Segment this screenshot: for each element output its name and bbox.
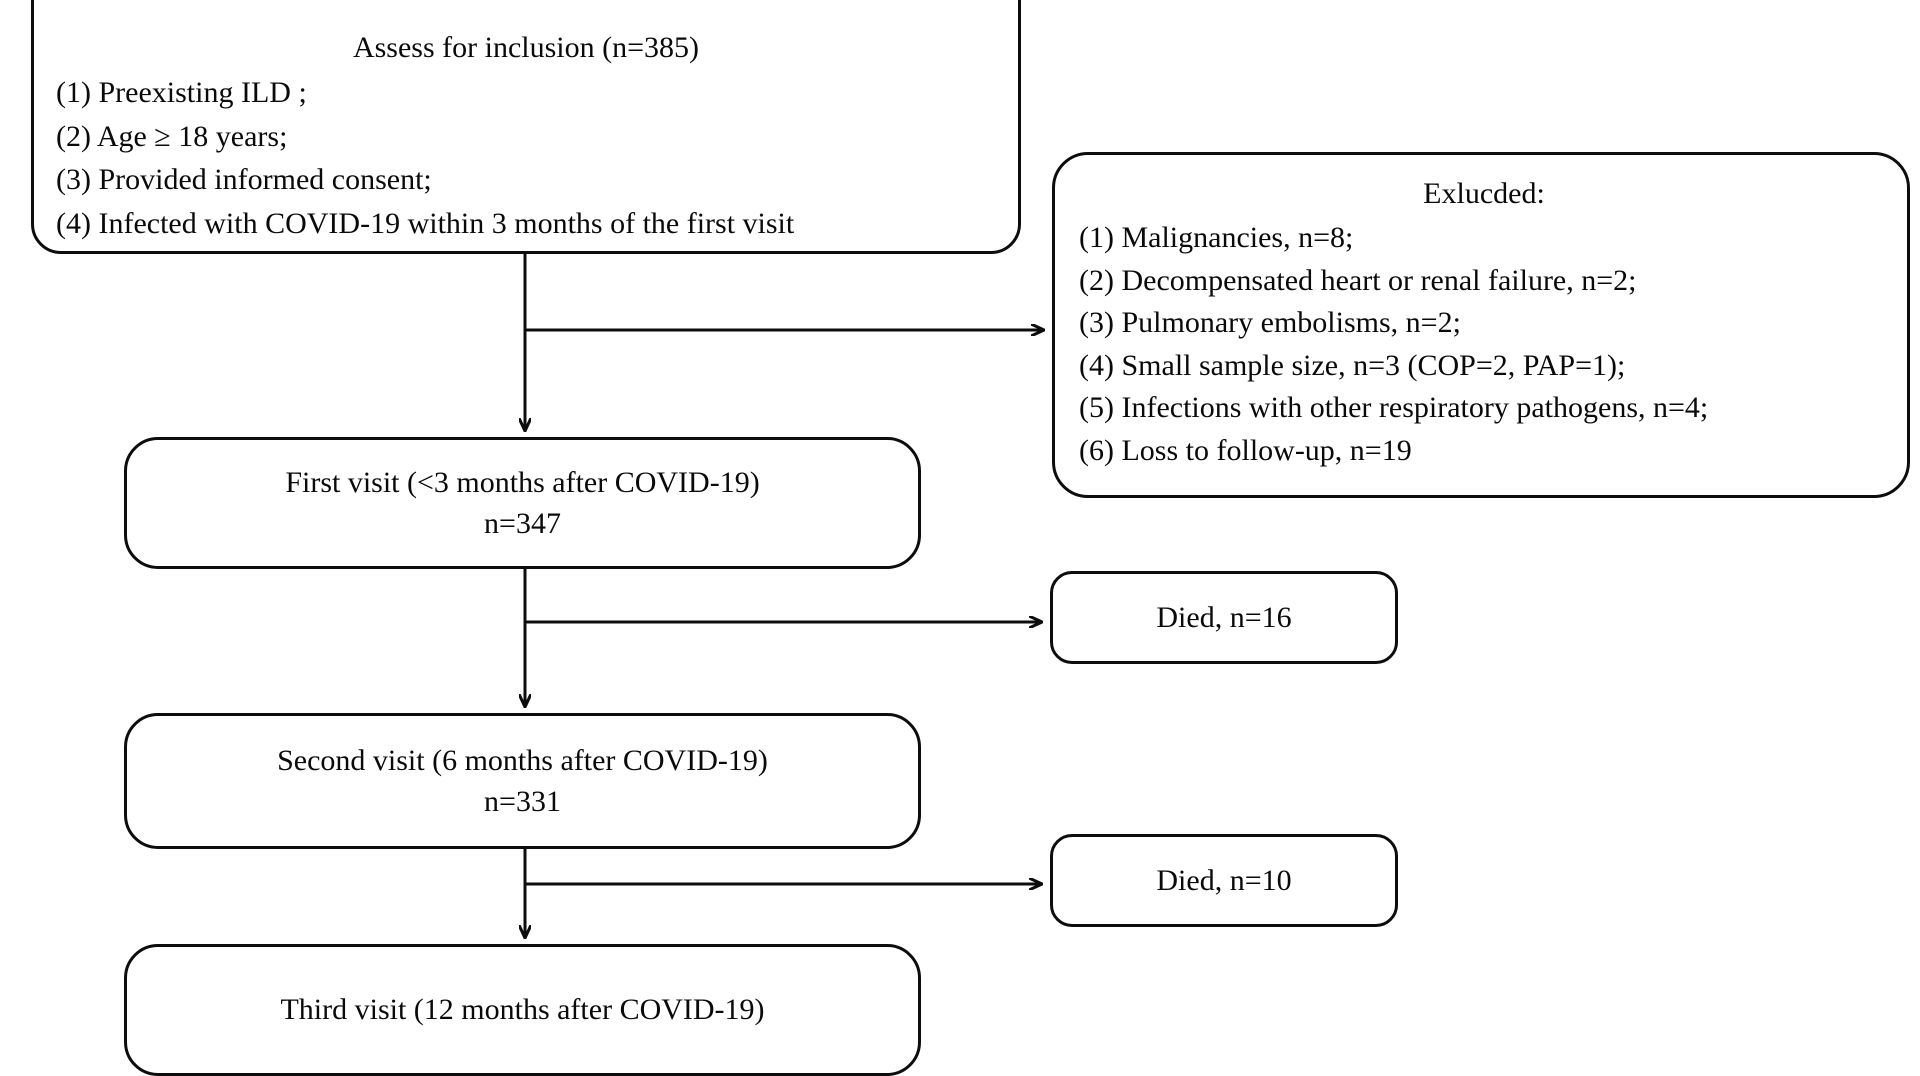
node-third-visit: Third visit (12 months after COVID-19)	[124, 944, 921, 1076]
node-excluded: Exlucded: (1) Malignancies, n=8; (2) Dec…	[1052, 152, 1910, 498]
node-second-visit: Second visit (6 months after COVID-19) n…	[124, 713, 921, 849]
second-visit-label: Second visit (6 months after COVID-19)	[277, 743, 768, 777]
assess-criterion-2: (2) Age ≥ 18 years;	[56, 119, 288, 153]
third-visit-label: Third visit (12 months after COVID-19)	[280, 993, 765, 1027]
assess-title: Assess for inclusion (n=385)	[352, 30, 700, 64]
excluded-reason-2: (2) Decompensated heart or renal failure…	[1079, 263, 1637, 297]
first-visit-label: First visit (<3 months after COVID-19)	[285, 465, 760, 499]
excluded-reason-6: (6) Loss to follow-up, n=19	[1079, 433, 1412, 467]
assess-criterion-4: (4) Infected with COVID-19 within 3 mont…	[56, 206, 795, 240]
assess-criterion-3: (3) Provided informed consent;	[56, 163, 432, 196]
died1-label: Died, n=16	[1156, 600, 1292, 634]
excluded-reason-5: (5) Infections with other respiratory pa…	[1079, 391, 1709, 425]
assess-criterion-1: (1) Preexisting ILD ;	[56, 76, 307, 109]
excluded-reason-3: (3) Pulmonary embolisms, n=2;	[1079, 306, 1461, 340]
died2-label: Died, n=10	[1156, 863, 1292, 897]
second-visit-count: n=331	[484, 785, 561, 818]
excluded-reason-4: (4) Small sample size, n=3 (COP=2, PAP=1…	[1079, 348, 1626, 382]
node-first-visit: First visit (<3 months after COVID-19) n…	[124, 437, 921, 569]
connector-lines	[0, 254, 1920, 1024]
node-died-after-second-visit: Died, n=10	[1050, 834, 1398, 927]
node-died-after-first-visit: Died, n=16	[1050, 571, 1398, 664]
node-assess-for-inclusion: Assess for inclusion (n=385) (1) Preexis…	[31, 0, 1021, 254]
first-visit-count: n=347	[484, 507, 561, 540]
excluded-title: Exlucded:	[1423, 177, 1545, 211]
excluded-reason-1: (1) Malignancies, n=8;	[1079, 221, 1354, 255]
